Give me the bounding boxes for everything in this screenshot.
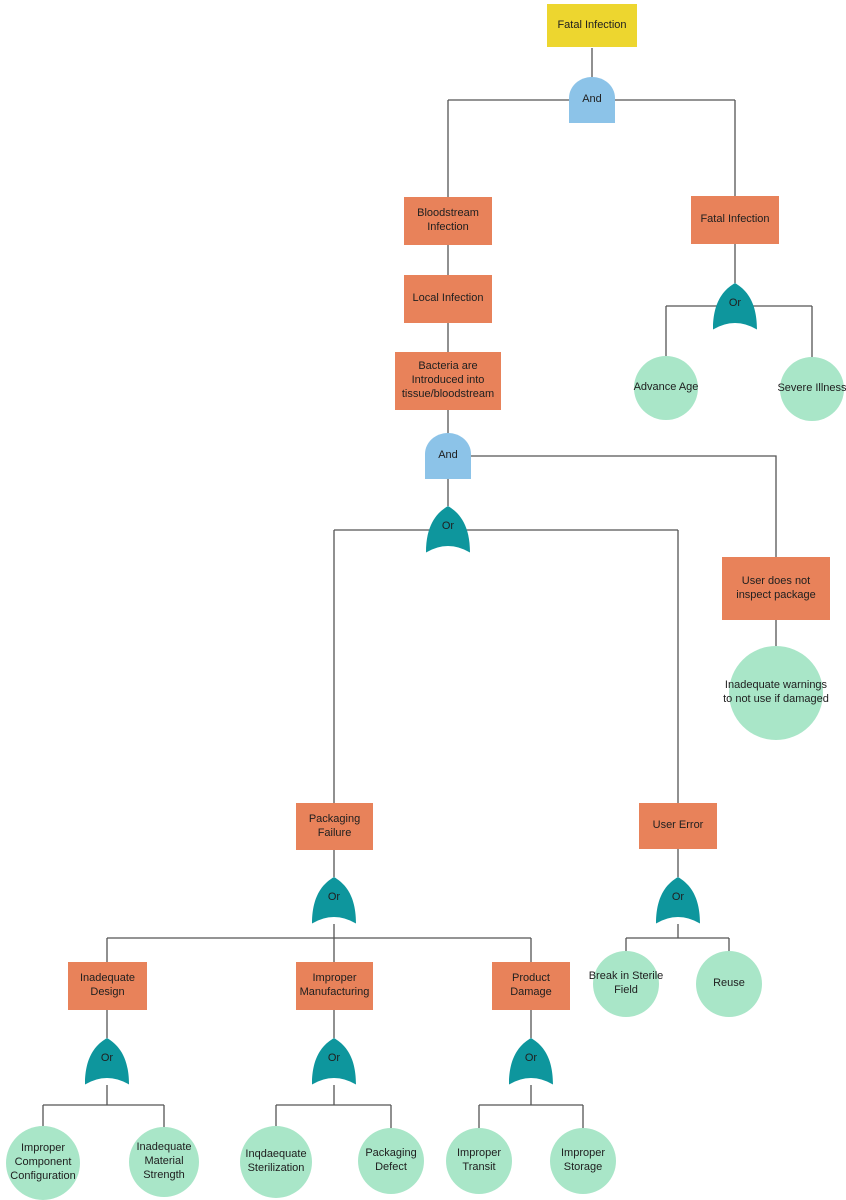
or-gate-fatal-infection[interactable]: Or xyxy=(713,283,757,330)
node-label: Fatal Infection xyxy=(557,18,627,31)
node-improper-component-configuration[interactable]: Improper Component Configuration xyxy=(6,1126,80,1200)
node-label: Improper Storage xyxy=(560,1147,606,1173)
or-gate-product-damage[interactable]: Or xyxy=(509,1038,553,1085)
node-packaging-defect[interactable]: Packaging Defect xyxy=(358,1128,424,1194)
node-packaging-failure[interactable]: Packaging Failure xyxy=(296,803,373,850)
or-gate-icon xyxy=(426,506,470,553)
node-bloodstream-infection[interactable]: Bloodstream Infection xyxy=(404,197,492,245)
node-inadequate-warnings[interactable]: Inadequate warnings to not use if damage… xyxy=(723,646,829,740)
gate-label: Or xyxy=(524,1051,538,1064)
or-gate-bacteria[interactable]: Or xyxy=(426,506,470,553)
gate-label: Or xyxy=(327,890,341,903)
node-label: User Error xyxy=(652,819,704,832)
node-label: Severe Illness xyxy=(777,382,846,395)
or-gate-icon xyxy=(312,877,356,924)
gate-label: And xyxy=(582,93,602,106)
and-gate-bacteria[interactable]: And xyxy=(425,433,471,479)
node-advance-age[interactable]: Advance Age xyxy=(634,356,698,420)
node-product-damage[interactable]: Product Damage xyxy=(492,962,570,1010)
or-gate-icon xyxy=(713,283,757,330)
node-top-event-fatal-infection[interactable]: Fatal Infection xyxy=(547,4,637,47)
gate-label: Or xyxy=(728,296,742,309)
or-gate-icon xyxy=(312,1038,356,1085)
and-gate-icon xyxy=(425,433,471,479)
node-label: Improper Manufacturing xyxy=(299,972,370,998)
node-label: Inadequate Material Strength xyxy=(136,1141,192,1181)
node-label: Bacteria are Introduced into tissue/bloo… xyxy=(401,360,495,400)
node-label: Product Damage xyxy=(510,972,552,998)
node-break-in-sterile-field[interactable]: Break in Sterile Field xyxy=(589,951,663,1017)
node-label: Inadequate warnings to not use if damage… xyxy=(723,679,829,705)
and-gate-icon xyxy=(569,77,615,123)
gate-label: Or xyxy=(671,890,685,903)
node-user-does-not-inspect[interactable]: User does not inspect package xyxy=(722,557,830,620)
or-gate-icon xyxy=(656,877,700,924)
node-label: Bloodstream Infection xyxy=(417,207,479,233)
node-fatal-infection-sub[interactable]: Fatal Infection xyxy=(691,196,779,244)
node-label: Inadequate Design xyxy=(79,972,136,998)
node-label: Packaging Defect xyxy=(365,1147,417,1173)
node-improper-transit[interactable]: Improper Transit xyxy=(446,1128,512,1194)
node-label: Inqdaequate Sterilization xyxy=(245,1148,307,1174)
node-label: Reuse xyxy=(713,977,745,990)
gate-label: And xyxy=(438,449,458,462)
or-gate-inadequate-design[interactable]: Or xyxy=(85,1038,129,1085)
gate-label: Or xyxy=(441,519,455,532)
node-local-infection[interactable]: Local Infection xyxy=(404,275,492,323)
node-label: Fatal Infection xyxy=(700,213,770,226)
node-improper-storage[interactable]: Improper Storage xyxy=(550,1128,616,1194)
node-label: Break in Sterile Field xyxy=(588,970,664,996)
node-inqdaequate-sterilization[interactable]: Inqdaequate Sterilization xyxy=(240,1126,312,1198)
or-gate-improper-manufacturing[interactable]: Or xyxy=(312,1038,356,1085)
or-gate-icon xyxy=(85,1038,129,1085)
node-inadequate-material-strength[interactable]: Inadequate Material Strength xyxy=(129,1127,199,1197)
node-improper-manufacturing[interactable]: Improper Manufacturing xyxy=(296,962,373,1010)
and-gate-top[interactable]: And xyxy=(569,77,615,123)
gate-label: Or xyxy=(327,1051,341,1064)
node-label: Local Infection xyxy=(412,292,484,305)
node-label: Improper Transit xyxy=(456,1147,502,1173)
node-bacteria-introduced[interactable]: Bacteria are Introduced into tissue/bloo… xyxy=(395,352,501,410)
or-gate-icon xyxy=(509,1038,553,1085)
node-inadequate-design[interactable]: Inadequate Design xyxy=(68,962,147,1010)
gate-label: Or xyxy=(100,1051,114,1064)
or-gate-packaging-failure[interactable]: Or xyxy=(312,877,356,924)
node-label: Improper Component Configuration xyxy=(10,1142,76,1182)
node-label: Advance Age xyxy=(633,381,699,394)
node-label: Packaging Failure xyxy=(308,812,361,839)
node-reuse[interactable]: Reuse xyxy=(696,951,762,1017)
node-severe-illness[interactable]: Severe Illness xyxy=(777,357,846,421)
node-user-error[interactable]: User Error xyxy=(639,803,717,849)
node-label: User does not inspect package xyxy=(736,574,816,601)
or-gate-user-error[interactable]: Or xyxy=(656,877,700,924)
